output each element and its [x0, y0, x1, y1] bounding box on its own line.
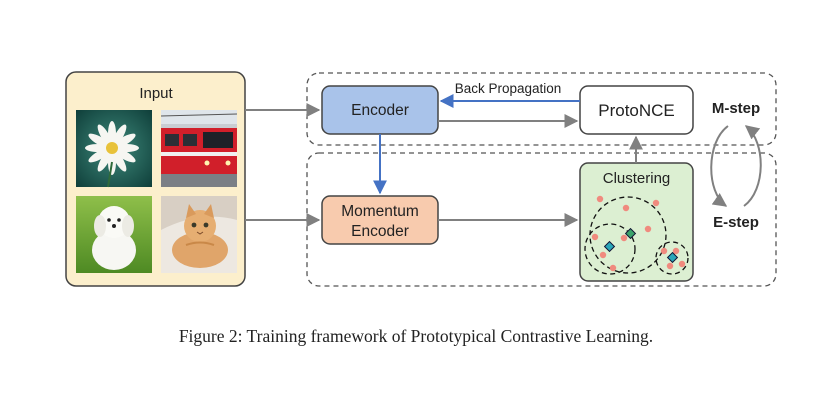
- em-cycle-left-arrow: [710, 125, 729, 207]
- kitten-photo: [161, 196, 237, 273]
- clustering-box: Clustering: [579, 162, 694, 282]
- encoder-box: Encoder: [321, 85, 439, 135]
- back-propagation-label: Back Propagation: [455, 81, 562, 96]
- momentum-encoder-box: Momentum Encoder: [321, 195, 439, 245]
- encoder-label: Encoder: [351, 102, 409, 119]
- daisy-photo: [76, 110, 152, 188]
- prototype-marker: [624, 227, 637, 240]
- framework-diagram: Input: [65, 71, 777, 287]
- input-label: Input: [139, 85, 173, 102]
- protonce-box: ProtoNCE: [579, 85, 694, 135]
- m-step-label: M-step: [712, 100, 760, 117]
- cluster-outline-large: [589, 196, 667, 274]
- train-photo: [160, 110, 238, 187]
- prototype-marker: [603, 240, 616, 253]
- input-panel: Input: [65, 71, 246, 287]
- figure-caption: Figure 2: Training framework of Prototyp…: [178, 326, 654, 346]
- em-cycle-right-arrow: [743, 125, 762, 207]
- protonce-label: ProtoNCE: [598, 101, 675, 120]
- prototype-marker: [666, 251, 679, 264]
- cluster-outline-left: [584, 223, 636, 275]
- e-step-label: E-step: [713, 214, 759, 231]
- clustering-label: Clustering: [603, 170, 671, 187]
- puppy-photo: [76, 196, 152, 273]
- cluster-outline-right: [655, 241, 689, 275]
- momentum-encoder-label-line1: Momentum: [341, 203, 419, 220]
- momentum-encoder-label-line2: Encoder: [351, 223, 409, 240]
